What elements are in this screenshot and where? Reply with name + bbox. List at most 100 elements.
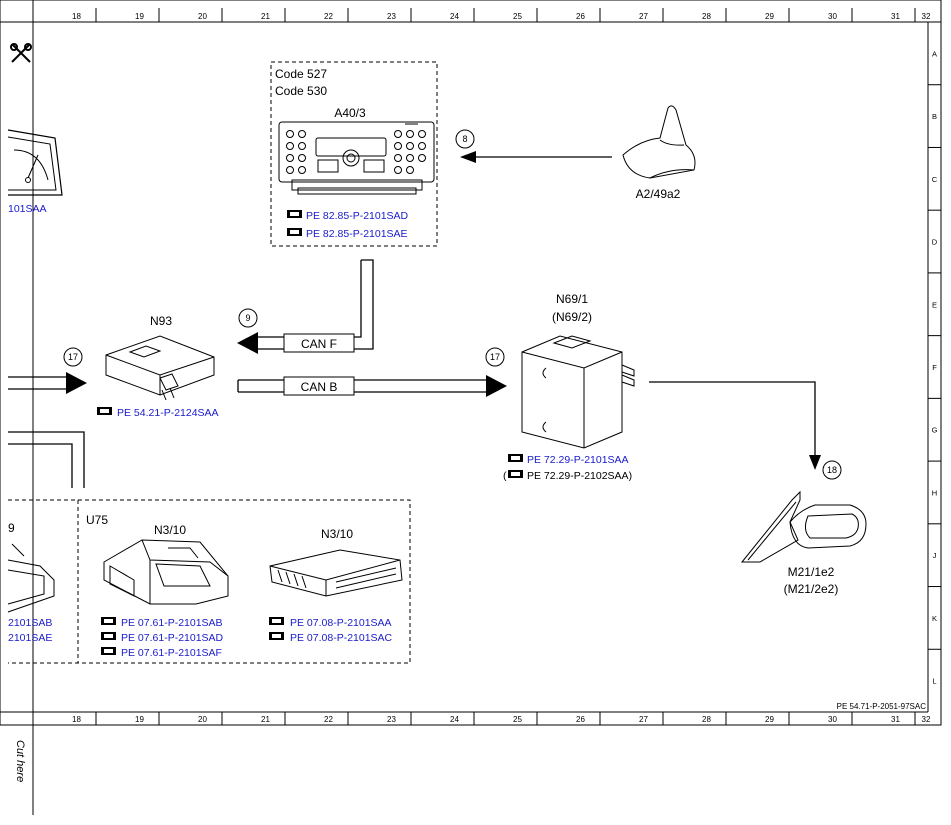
column-label-bottom: 28 bbox=[702, 715, 711, 724]
mirror-drawing bbox=[740, 490, 867, 563]
column-label-bottom: 20 bbox=[198, 715, 207, 724]
antenna-callout-number: 8 bbox=[462, 134, 467, 144]
row-label: F bbox=[932, 363, 937, 372]
u75-outline bbox=[8, 499, 411, 664]
n93-input-arrow bbox=[66, 372, 87, 394]
can-f-label-box bbox=[283, 333, 355, 353]
column-label-bottom: 25 bbox=[513, 715, 522, 724]
n69-id-label: N69/1 bbox=[556, 292, 588, 306]
ecu-b-ref-link-2[interactable]: PE 07.08-P-2101SAC bbox=[290, 632, 393, 644]
ecu-b-ref-icon-1 bbox=[269, 617, 284, 625]
column-label-top: 19 bbox=[135, 12, 144, 21]
ecu-a-ref-link-2[interactable]: PE 07.61-P-2101SAD bbox=[121, 632, 224, 644]
row-label: D bbox=[932, 238, 938, 247]
can-f-callout-number: 9 bbox=[245, 313, 250, 323]
can-f-label: CAN F bbox=[301, 337, 337, 351]
n69-to-mirror-line bbox=[649, 381, 821, 470]
antenna-drawing bbox=[622, 105, 696, 179]
ecu-a-drawing bbox=[103, 539, 229, 605]
ecu-b-id-label: N3/10 bbox=[321, 527, 353, 541]
n93-callout: 17 bbox=[63, 347, 83, 367]
u75-left-partial-ecu bbox=[7, 543, 55, 613]
radio-id-label: A40/3 bbox=[334, 106, 366, 120]
ecu-a-ref-icon-1 bbox=[101, 617, 116, 625]
can-b-bus bbox=[237, 379, 486, 393]
column-label-bottom: 24 bbox=[450, 715, 459, 724]
column-label-bottom: 21 bbox=[261, 715, 270, 724]
row-label: A bbox=[932, 49, 937, 58]
n69-ref-alt-paren: ( bbox=[503, 470, 507, 482]
column-label-top: 25 bbox=[513, 12, 522, 21]
column-label-top: 24 bbox=[450, 12, 459, 21]
column-label-bottom: 30 bbox=[828, 715, 837, 724]
u75-feed-bus bbox=[8, 431, 85, 488]
can-f-arrow bbox=[237, 332, 258, 354]
column-label-top: 26 bbox=[576, 12, 585, 21]
antenna-signal-line bbox=[460, 151, 612, 163]
instrument-cluster-partial bbox=[7, 129, 63, 196]
column-label-top: 29 bbox=[765, 12, 774, 21]
mirror-id-label: M21/1e2 bbox=[788, 565, 835, 579]
radio-ref-link-1[interactable]: PE 82.85-P-2101SAD bbox=[306, 210, 409, 222]
scissors-icon bbox=[10, 43, 32, 63]
row-label: E bbox=[932, 300, 937, 309]
ecu-a-ref-link-3[interactable]: PE 07.61-P-2101SAF bbox=[121, 647, 222, 659]
column-label-bottom: 18 bbox=[72, 715, 81, 724]
row-label: C bbox=[932, 175, 938, 184]
column-label-top: 27 bbox=[639, 12, 648, 21]
radio-ref-icon-2 bbox=[287, 228, 302, 236]
u75-label: U75 bbox=[86, 513, 108, 527]
cut-here-label: Cut here bbox=[14, 740, 26, 782]
column-label-top: 22 bbox=[324, 12, 333, 21]
sheet-frame bbox=[0, 0, 942, 815]
n69-ref-alt-text: PE 72.29-P-2102SAA) bbox=[527, 470, 632, 482]
row-label: H bbox=[932, 488, 937, 497]
column-label-bottom: 31 bbox=[891, 715, 900, 724]
n93-ref-link[interactable]: PE 54.21-P-2124SAA bbox=[117, 407, 219, 419]
n69-callout-number: 17 bbox=[490, 352, 500, 362]
radio-ref-link-2[interactable]: PE 82.85-P-2101SAE bbox=[306, 228, 408, 240]
column-label-bottom: 26 bbox=[576, 715, 585, 724]
column-label-top: 18 bbox=[72, 12, 81, 21]
footer-code: PE 54.71-P-2051-97SAC bbox=[837, 702, 927, 711]
row-label: G bbox=[932, 426, 938, 435]
can-f-callout: 9 bbox=[238, 308, 258, 328]
column-label-bottom: 29 bbox=[765, 715, 774, 724]
column-label-bottom: 27 bbox=[639, 715, 648, 724]
u75-left-partial-id: 9 bbox=[8, 521, 15, 535]
n93-module-drawing bbox=[105, 335, 215, 401]
can-b-arrow bbox=[486, 375, 507, 397]
column-label-bottom: 23 bbox=[387, 715, 396, 724]
ecu-a-ref-icon-3 bbox=[101, 647, 116, 655]
ecu-a-id-label: N3/10 bbox=[154, 523, 186, 537]
column-label-bottom: 19 bbox=[135, 715, 144, 724]
mirror-callout-number: 18 bbox=[827, 465, 837, 475]
can-b-label: CAN B bbox=[301, 380, 338, 394]
radio-unit-drawing bbox=[278, 121, 435, 195]
column-label-top: 32 bbox=[922, 12, 931, 21]
n69-callout: 17 bbox=[485, 347, 505, 367]
column-label-top: 20 bbox=[198, 12, 207, 21]
n69-ref-alt-icon bbox=[508, 470, 523, 478]
can-b-label-box bbox=[283, 376, 355, 396]
n93-ref-icon bbox=[97, 407, 112, 415]
column-ruler: 1818191920202121222223232424252526262727… bbox=[32, 8, 931, 725]
ecu-a-ref-link-1[interactable]: PE 07.61-P-2101SAB bbox=[121, 617, 223, 629]
column-label-top: 28 bbox=[702, 12, 711, 21]
n69-ref-link[interactable]: PE 72.29-P-2101SAA bbox=[527, 454, 629, 466]
antenna-callout: 8 bbox=[455, 129, 475, 149]
ecu-b-ref-icon-2 bbox=[269, 632, 284, 640]
n93-callout-number: 17 bbox=[68, 352, 78, 362]
row-label: J bbox=[933, 551, 937, 560]
column-label-bottom: 32 bbox=[922, 715, 931, 724]
u75-left-ref-1[interactable]: 2101SAB bbox=[8, 617, 52, 629]
ecu-a-ref-icon-2 bbox=[101, 632, 116, 640]
ecu-b-ref-link-1[interactable]: PE 07.08-P-2101SAA bbox=[290, 617, 392, 629]
cluster-ref-link[interactable]: 101SAA bbox=[8, 203, 47, 215]
n69-ref-icon bbox=[508, 454, 523, 462]
u75-left-ref-2[interactable]: 2101SAE bbox=[8, 632, 52, 644]
radio-ref-icon-1 bbox=[287, 210, 302, 218]
n93-id-label: N93 bbox=[150, 314, 172, 328]
antenna-id-label: A2/49a2 bbox=[636, 187, 681, 201]
